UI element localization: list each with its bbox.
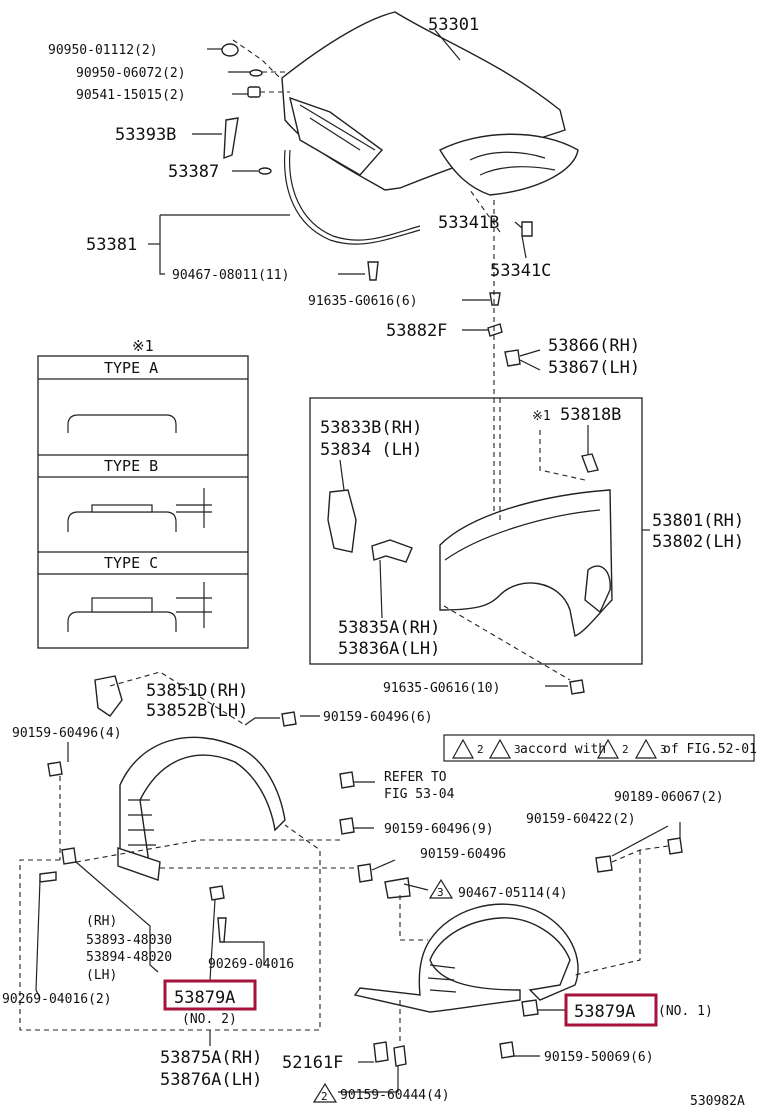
label-90467-05114-tri: 3 bbox=[437, 886, 444, 899]
hood-leaders bbox=[148, 29, 527, 520]
hood-drawing bbox=[281, 11, 579, 196]
small-hood-parts bbox=[221, 43, 533, 337]
label-53835A: 53835A(RH) bbox=[338, 618, 440, 638]
note-tri-3b: 3 bbox=[660, 743, 667, 756]
label-53341C: 53341C bbox=[490, 261, 551, 281]
label-53381: 53381 bbox=[86, 235, 137, 255]
left-liner-leaders bbox=[19, 671, 396, 1046]
label-53801: 53801(RH) bbox=[652, 511, 744, 531]
label-no2: (NO. 2) bbox=[182, 1012, 237, 1027]
label-53341B: 53341B bbox=[438, 213, 499, 233]
label-90159-60496-4: 90159-60496(4) bbox=[12, 726, 122, 741]
label-90467-05114: 90467-05114(4) bbox=[458, 886, 568, 901]
type-box-mark: ※1 bbox=[132, 337, 154, 355]
label-refer-to: REFER TO bbox=[384, 770, 447, 785]
right-fender-liner-drawing bbox=[353, 837, 683, 1067]
highlight-53879A-no2 bbox=[163, 979, 257, 1011]
label-53834: 53834 (LH) bbox=[320, 440, 422, 460]
note-tri-3: 3 bbox=[514, 743, 521, 756]
label-90159-60496-6: 90159-60496(6) bbox=[323, 710, 433, 725]
label-90189-06067: 90189-06067(2) bbox=[614, 790, 724, 805]
label-91635-G0616-6: 91635-G0616(6) bbox=[308, 294, 418, 309]
highlight-53879A-no1 bbox=[564, 993, 658, 1027]
label-refer-fig: FIG 53-04 bbox=[384, 787, 455, 802]
figure-code: 530982A bbox=[690, 1094, 745, 1109]
label-lh: (LH) bbox=[86, 968, 117, 983]
label-53866: 53866(RH) bbox=[548, 336, 640, 356]
note-tri-2: 2 bbox=[477, 743, 484, 756]
label-53818B-mark: ※1 bbox=[532, 409, 551, 424]
clip-53866 bbox=[504, 349, 521, 367]
label-90159-60496: 90159-60496 bbox=[420, 847, 506, 862]
label-53894: 53894-48020 bbox=[86, 950, 172, 965]
label-53818B: 53818B bbox=[560, 405, 621, 425]
label-90467-08011: 90467-08011(11) bbox=[172, 268, 289, 283]
label-90269-04016: 90269-04016 bbox=[208, 957, 294, 972]
type-legend-box bbox=[37, 355, 249, 649]
label-90159-50069: 90159-50069(6) bbox=[544, 1050, 654, 1065]
note-tri-2b: 2 bbox=[622, 743, 629, 756]
label-53893: 53893-48030 bbox=[86, 933, 172, 948]
label-90159-60496-9: 90159-60496(9) bbox=[384, 822, 494, 837]
label-53867: 53867(LH) bbox=[548, 358, 640, 378]
label-53802: 53802(LH) bbox=[652, 532, 744, 552]
label-53876A: 53876A(LH) bbox=[160, 1070, 262, 1090]
type-c-label: TYPE C bbox=[104, 554, 158, 572]
fender-box bbox=[309, 397, 643, 665]
label-53836A: 53836A(LH) bbox=[338, 639, 440, 659]
note-box bbox=[443, 734, 755, 762]
label-90950-06072: 90950-06072(2) bbox=[76, 66, 186, 81]
note-text-fig: of FIG.52-01. bbox=[663, 742, 760, 757]
type-b-label: TYPE B bbox=[104, 457, 158, 475]
label-90159-60422: 90159-60422(2) bbox=[526, 812, 636, 827]
label-53387: 53387 bbox=[168, 162, 219, 182]
bolt-91635-lower bbox=[569, 679, 585, 695]
label-91635-G0616-10: 91635-G0616(10) bbox=[383, 681, 500, 696]
label-53833B: 53833B(RH) bbox=[320, 418, 422, 438]
left-fender-liner-drawing bbox=[39, 675, 373, 943]
label-53851D: 53851D(RH) bbox=[146, 681, 248, 701]
label-52161F: 52161F bbox=[282, 1053, 343, 1073]
label-rh: (RH) bbox=[86, 914, 117, 929]
hood-seal-drawing bbox=[283, 149, 421, 245]
label-90269-04016-2: 90269-04016(2) bbox=[2, 992, 112, 1007]
label-53879A-no2: 53879A bbox=[174, 988, 235, 1008]
note-text-accord: accord with bbox=[520, 742, 606, 757]
label-53882F: 53882F bbox=[386, 321, 447, 341]
type-a-label: TYPE A bbox=[104, 359, 158, 377]
label-no1: (NO. 1) bbox=[658, 1004, 713, 1019]
label-90541-15015: 90541-15015(2) bbox=[76, 88, 186, 103]
label-90159-60444-tri: 2 bbox=[321, 1090, 328, 1103]
label-53852B: 53852B(LH) bbox=[146, 701, 248, 721]
label-90950-01112: 90950-01112(2) bbox=[48, 43, 158, 58]
right-liner-leaders bbox=[338, 822, 681, 1093]
label-53879A-no1: 53879A bbox=[574, 1002, 635, 1022]
label-90159-60444: 90159-60444(4) bbox=[340, 1088, 450, 1103]
label-53393B: 53393B bbox=[115, 125, 176, 145]
label-53301: 53301 bbox=[428, 15, 479, 35]
label-53875A: 53875A(RH) bbox=[160, 1048, 262, 1068]
